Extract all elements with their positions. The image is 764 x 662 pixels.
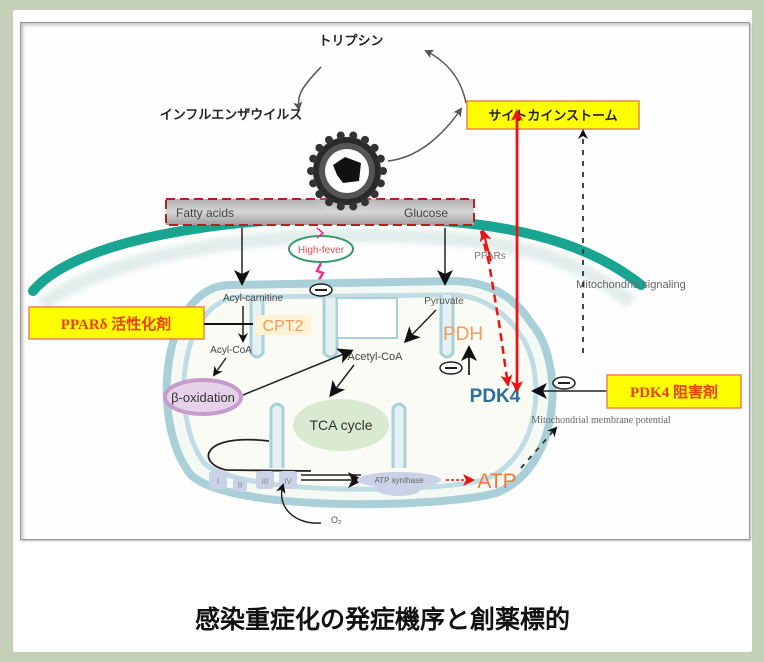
virus-spike — [307, 167, 315, 175]
ppar-delta-activator-box: PPARδ 活性化剤 — [28, 306, 205, 340]
arrow-trypsin-to-virus — [293, 66, 322, 111]
influenza-virus-label: インフルエンザウイルス — [160, 108, 303, 123]
virus-spike — [370, 190, 379, 199]
beta-oxidation-label: β-oxidation — [171, 390, 235, 405]
acyl-coa-label: Acyl-CoA — [210, 345, 252, 356]
virus-spike — [325, 198, 333, 207]
svg-text:IV: IV — [284, 477, 292, 486]
pdk4-inhibitor-box: PDK4 阻害剤 — [606, 374, 742, 409]
arrow-ppars-to-pdk4 — [479, 230, 513, 387]
svg-text:II: II — [238, 481, 242, 490]
trypsin-label: トリプシン — [318, 34, 383, 49]
virus-spike — [376, 179, 385, 188]
acyl-carnitine-label: Acyl-carnitine — [223, 293, 283, 304]
pyruvate-label: Pyruvate — [424, 296, 464, 307]
virus-spike — [336, 202, 345, 211]
pdk4-inhibitor-label: PDK4 阻害剤 — [630, 383, 718, 401]
atp-label: ATP — [477, 470, 516, 493]
inhibit-symbol-cpt2 — [309, 283, 333, 297]
o2-label: O₂ — [331, 515, 342, 525]
arrow-cytokine-to-trypsin — [424, 50, 467, 104]
high-fever-node: High-fever — [288, 235, 354, 263]
svg-text:High-fever: High-fever — [298, 245, 345, 256]
virus-spike — [325, 135, 333, 144]
ppar-delta-activator-label: PPARδ 活性化剤 — [61, 315, 171, 333]
inhibit-symbol-pdk4 — [552, 376, 576, 390]
diagram-figure: トリプシン インフルエンザウイルス サイトカインストーム Fatty acids… — [20, 22, 750, 540]
tca-cycle-node — [293, 399, 389, 451]
arrow-virus-to-cytokine — [387, 107, 463, 162]
beta-oxidation-node — [163, 378, 243, 416]
virus-spike — [349, 131, 358, 140]
virus-spike — [379, 167, 387, 175]
virus-spike — [336, 131, 345, 140]
virus-spike — [376, 154, 385, 163]
cytokine-storm-label: サイトカインストーム — [488, 109, 617, 124]
virus-spike — [361, 135, 369, 144]
mito-signaling-label: Mitochondria signaling — [576, 279, 685, 291]
inhibit-symbol-pdh — [439, 361, 463, 375]
virus-spike — [315, 143, 324, 152]
figure-caption: 感染重症化の発症機序と創薬標的 — [194, 605, 570, 634]
virus-spike — [309, 179, 318, 188]
svg-text:III: III — [262, 477, 269, 486]
virus-spike — [309, 154, 318, 163]
mitochondrion — [162, 276, 557, 509]
fatty-acids-label: Fatty acids — [176, 206, 234, 220]
pdk4-label: PDK4 — [470, 386, 521, 407]
svg-text:I: I — [217, 477, 219, 486]
pdh-label: PDH — [443, 324, 483, 345]
cytokine-storm-box: サイトカインストーム — [466, 100, 640, 130]
cpt2-label: CPT2 — [263, 318, 304, 335]
mito-membrane-potential-label: Mitochondrial membrane potential — [531, 415, 671, 426]
virus-spike — [370, 143, 379, 152]
electron-transport-chain: I II III IV ATP synthase ATP O₂ — [207, 438, 517, 525]
tca-cycle-label: TCA cycle — [309, 417, 372, 433]
atp-synthase-label: ATP synthase — [374, 476, 424, 485]
nutrient-bar: Fatty acids Glucose — [165, 198, 475, 226]
glucose-label: Glucose — [404, 206, 448, 220]
virus-spike — [315, 190, 324, 199]
influenza-virus-icon — [303, 129, 391, 217]
virus-spike — [349, 202, 358, 211]
virus-spike — [361, 198, 369, 207]
acetyl-coa-label: Acetyl-CoA — [347, 351, 403, 363]
